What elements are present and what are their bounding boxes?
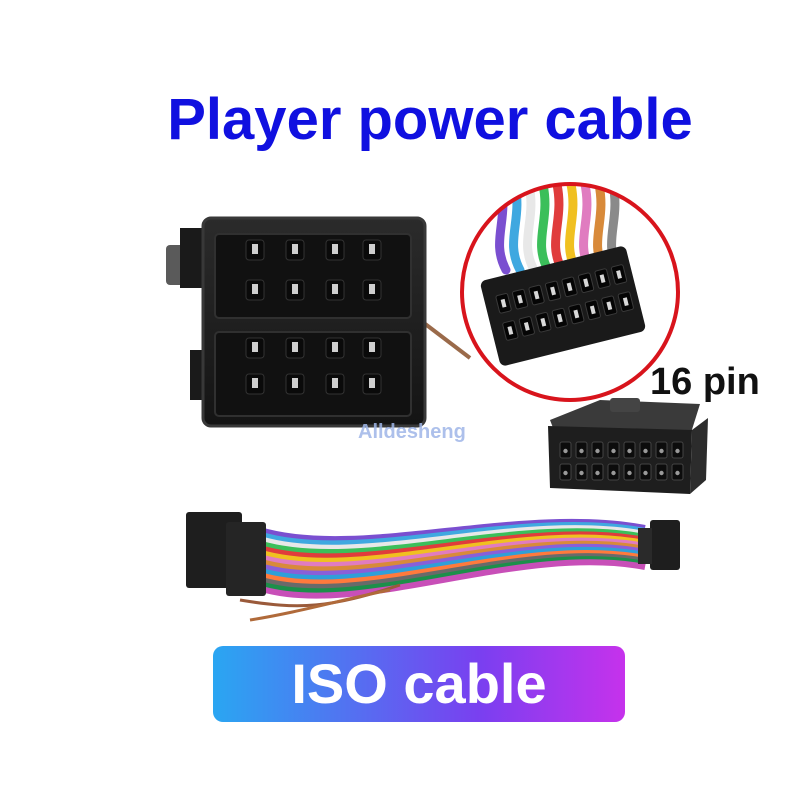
16-pin-connector-icon: [548, 398, 708, 494]
iso-cable-label: ISO cable: [291, 652, 547, 715]
16-pin-connector-closeup-icon: [460, 182, 680, 402]
iso-cable-badge: ISO cable: [213, 646, 625, 722]
iso-connector-icon: [166, 216, 472, 428]
pin-count-label: 16 pin: [650, 361, 760, 403]
page-title: Player power cable: [167, 87, 693, 152]
wire-harness-icon: [186, 512, 680, 622]
watermark: Alldesheng: [358, 421, 466, 443]
